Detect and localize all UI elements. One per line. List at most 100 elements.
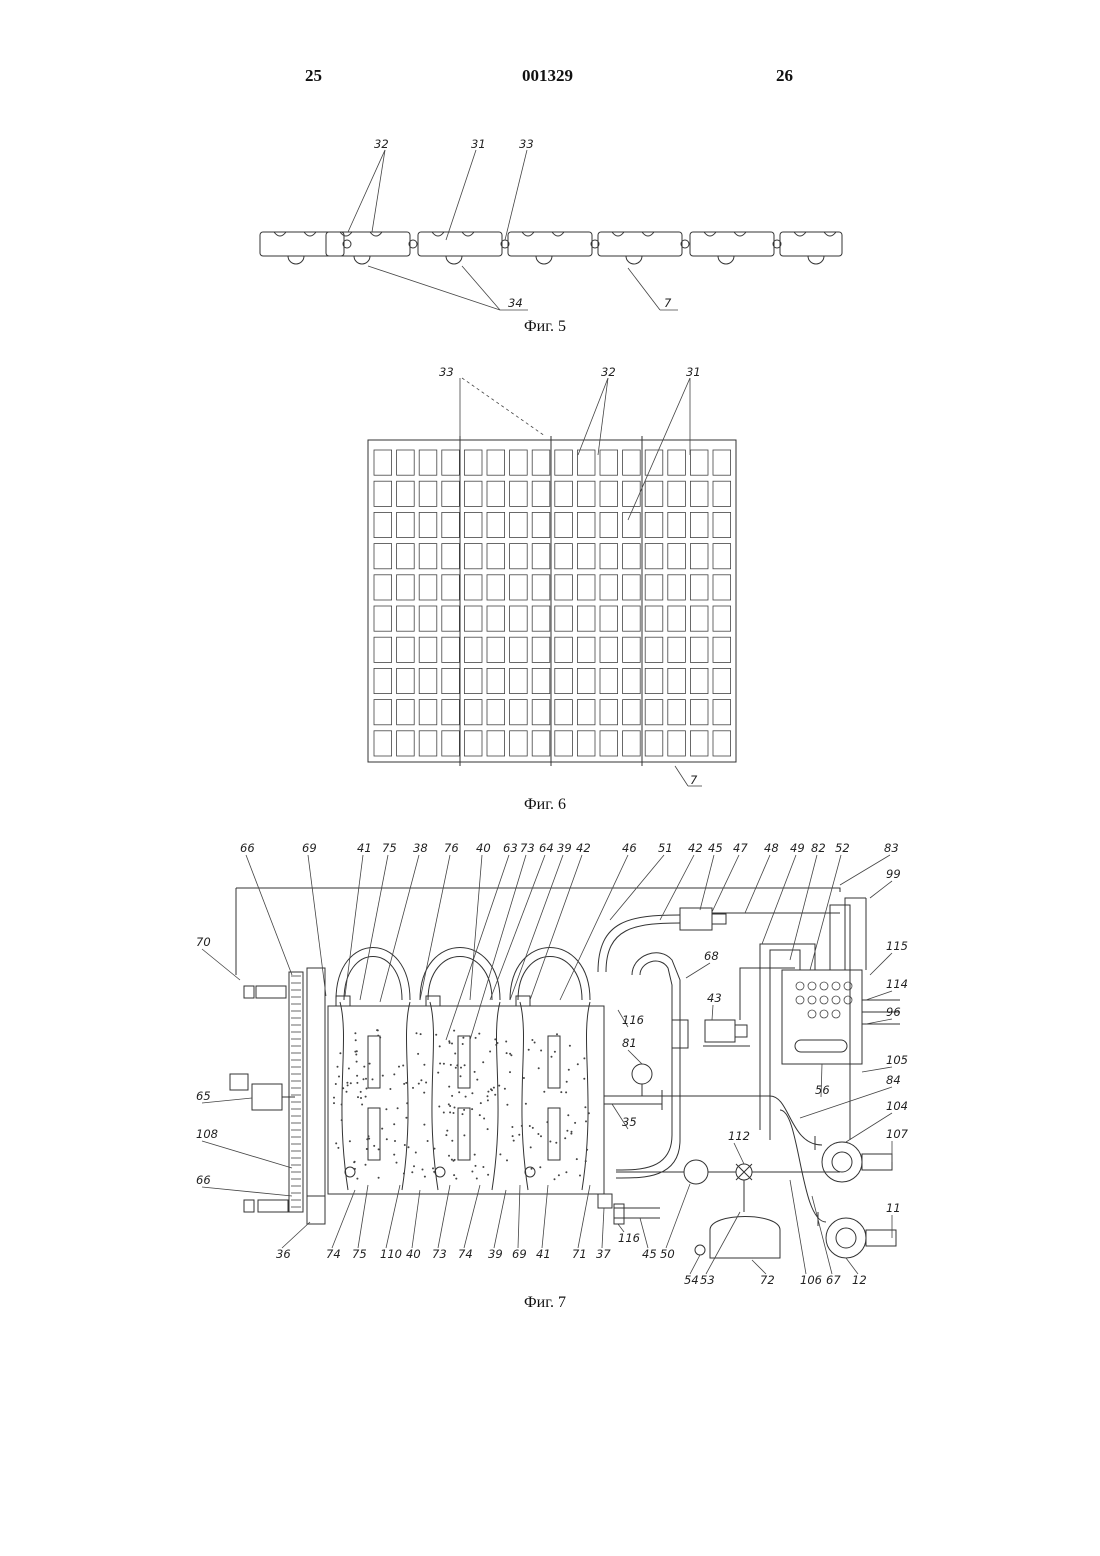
- grid-cell: [645, 606, 663, 631]
- grid-cell: [690, 731, 708, 756]
- fig7-label: 37: [596, 1247, 611, 1261]
- fig7-label: 73: [520, 841, 535, 855]
- granule: [521, 1125, 523, 1127]
- grid-cell: [555, 544, 573, 569]
- grid-cell: [374, 668, 392, 693]
- leader-line: [800, 1087, 892, 1118]
- grid-cell: [690, 637, 708, 662]
- granule: [368, 1138, 370, 1140]
- granule: [555, 1142, 557, 1144]
- granule: [549, 1141, 551, 1143]
- granule: [368, 1135, 370, 1137]
- fig7-label: 74: [458, 1247, 473, 1261]
- grid-cell: [623, 700, 641, 725]
- fig7-label: 35: [622, 1115, 637, 1129]
- leader-line: [712, 855, 739, 912]
- granule: [356, 1061, 358, 1063]
- granule: [532, 1127, 534, 1129]
- fig7-label: 110: [380, 1247, 402, 1261]
- nozzle: [345, 1167, 355, 1177]
- fig7-label: 39: [557, 841, 572, 855]
- grid-cell: [374, 512, 392, 537]
- granule: [341, 1119, 343, 1121]
- granule: [476, 1079, 478, 1081]
- link-roller: [446, 256, 462, 264]
- granule: [372, 1078, 374, 1080]
- leader-line: [840, 855, 890, 885]
- grid-cell: [668, 450, 686, 475]
- grid-cell: [487, 637, 505, 662]
- granule: [434, 1148, 436, 1150]
- grid-cell: [532, 575, 550, 600]
- grid-cell: [555, 450, 573, 475]
- fig7-label: 49: [790, 841, 805, 855]
- leader-line: [628, 1050, 642, 1064]
- clamp: [516, 996, 530, 1006]
- grid-cell: [577, 637, 595, 662]
- granule: [446, 1130, 448, 1132]
- grid-cell: [713, 512, 731, 537]
- grid-cell: [690, 450, 708, 475]
- granule: [475, 1037, 477, 1039]
- grid-cell: [442, 668, 460, 693]
- fig7-label: 45: [642, 1247, 657, 1261]
- granule: [453, 1160, 455, 1162]
- grid-cell: [374, 637, 392, 662]
- grid-cell: [532, 512, 550, 537]
- grid-cell: [690, 606, 708, 631]
- fig5-label-34: 34: [508, 296, 523, 310]
- granule: [333, 1102, 335, 1104]
- grid-cell: [623, 512, 641, 537]
- grid-cell: [442, 512, 460, 537]
- grid-cell: [419, 450, 437, 475]
- fig7-label: 112: [728, 1129, 750, 1143]
- granule: [566, 1130, 568, 1132]
- grid-cell: [464, 512, 482, 537]
- granule: [534, 1042, 536, 1044]
- granule: [540, 1050, 542, 1052]
- granule: [588, 1112, 590, 1114]
- fig7-label: 52: [835, 841, 850, 855]
- link-notch: [612, 232, 654, 236]
- chain-link: [418, 232, 502, 256]
- leader-line: [660, 855, 694, 920]
- granule: [565, 1091, 567, 1093]
- fig7-label: 74: [326, 1247, 341, 1261]
- grid-cell: [645, 700, 663, 725]
- fig7-label: 99: [886, 867, 901, 881]
- grid-cell: [397, 637, 415, 662]
- grid-cell: [397, 731, 415, 756]
- grid-cell: [419, 731, 437, 756]
- fig7-label: 53: [700, 1273, 715, 1287]
- granule: [422, 1169, 424, 1171]
- grid-cell: [600, 606, 618, 631]
- leader-line: [866, 1019, 892, 1024]
- grid-cell: [690, 700, 708, 725]
- leader-line: [202, 1141, 292, 1168]
- indicator-lamp: [844, 996, 852, 1004]
- granule: [357, 1096, 359, 1098]
- granule: [415, 1152, 417, 1154]
- grid-cell: [690, 481, 708, 506]
- granule: [356, 1050, 358, 1052]
- granule: [487, 1095, 489, 1097]
- link-pin: [409, 240, 417, 248]
- grid-cell: [442, 731, 460, 756]
- clamp: [426, 996, 440, 1006]
- leader-line: [686, 963, 710, 978]
- fig7-label: 105: [886, 1053, 908, 1067]
- document-number: 001329: [522, 66, 573, 86]
- granule: [439, 1045, 441, 1047]
- granule: [570, 1133, 572, 1135]
- fig7-label: 38: [413, 841, 428, 855]
- fig7-label: 108: [196, 1127, 218, 1141]
- grid-cell: [713, 637, 731, 662]
- chamber-wall: [582, 1002, 590, 1190]
- link-roller: [626, 256, 642, 264]
- granule: [560, 1091, 562, 1093]
- grid-cell: [397, 575, 415, 600]
- granule: [333, 1097, 335, 1099]
- granule: [411, 1171, 413, 1173]
- granule: [453, 1174, 455, 1176]
- fig6-label-31: 31: [686, 365, 701, 379]
